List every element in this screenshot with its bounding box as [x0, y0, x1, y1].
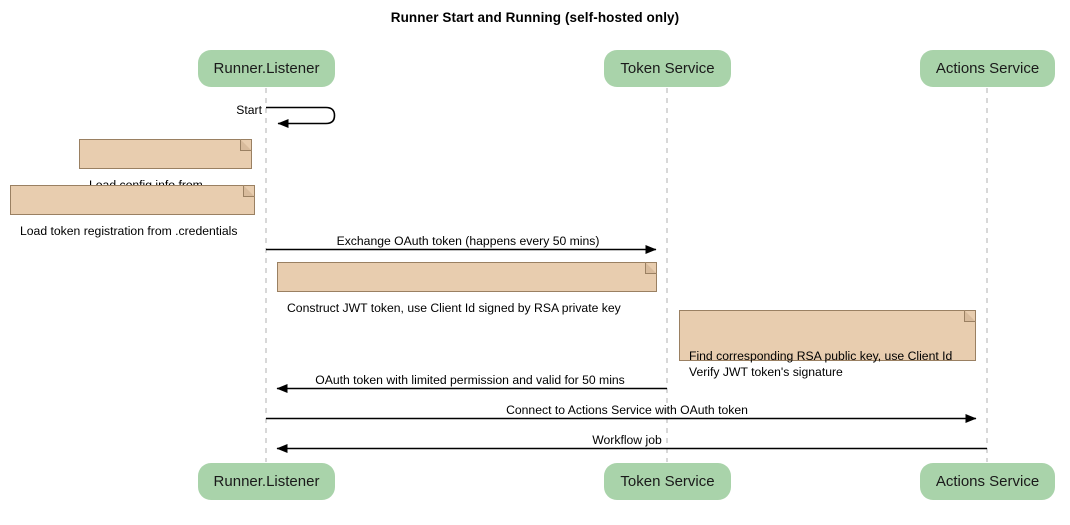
participant-actions-service-bottom[interactable]: Actions Service	[920, 463, 1055, 500]
message-arrow-start	[266, 106, 336, 128]
message-label-exchange-oauth: Exchange OAuth token (happens every 50 m…	[336, 234, 600, 248]
message-label-start: Start	[236, 103, 262, 117]
message-label-workflow-job: Workflow job	[592, 433, 662, 447]
participant-label: Runner.Listener	[213, 60, 320, 77]
participant-runner-listener-top[interactable]: Runner.Listener	[198, 50, 335, 87]
note-fold-corner-icon	[243, 185, 255, 197]
note-construct-jwt: Construct JWT token, use Client Id signe…	[277, 262, 657, 315]
page-title: Runner Start and Running (self-hosted on…	[390, 10, 680, 25]
participant-runner-listener-bottom[interactable]: Runner.Listener	[198, 463, 335, 500]
lifelines	[265, 88, 988, 462]
participant-actions-service-top[interactable]: Actions Service	[920, 50, 1055, 87]
message-label-oauth-token-return: OAuth token with limited permission and …	[315, 373, 625, 387]
note-fold-corner-icon	[964, 310, 976, 322]
participant-label: Actions Service	[935, 473, 1040, 490]
participant-label: Actions Service	[935, 60, 1040, 77]
note-text: Load token registration from .credential…	[20, 224, 238, 238]
participant-label: Token Service	[620, 473, 715, 490]
note-fold-corner-icon	[240, 139, 252, 151]
participant-token-service-top[interactable]: Token Service	[604, 50, 731, 87]
message-label-connect-actions: Connect to Actions Service with OAuth to…	[506, 403, 748, 417]
participant-label: Token Service	[620, 60, 715, 77]
note-load-token-registration: Load token registration from .credential…	[10, 185, 255, 238]
note-load-config: Load config info from .runner	[79, 139, 252, 208]
note-text: Find corresponding RSA public key, use C…	[689, 349, 953, 379]
participant-token-service-bottom[interactable]: Token Service	[604, 463, 731, 500]
participant-label: Runner.Listener	[213, 473, 320, 490]
note-fold-corner-icon	[645, 262, 657, 274]
note-text: Construct JWT token, use Client Id signe…	[287, 301, 621, 315]
note-verify-jwt: Find corresponding RSA public key, use C…	[679, 310, 976, 379]
